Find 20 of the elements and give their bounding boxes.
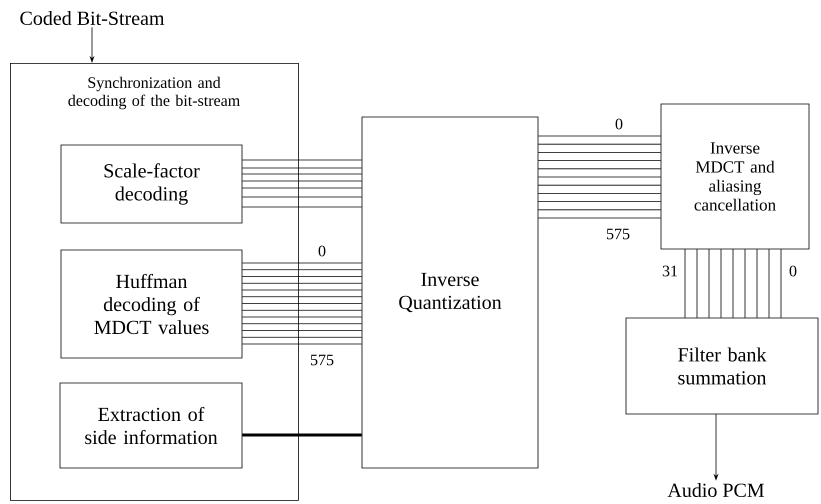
signal-line: [242, 434, 362, 436]
signal-label: Audio PCM: [668, 482, 764, 498]
block-box: Filter bank summation: [626, 318, 818, 414]
box-heading: Synchronization and decoding of the bit-stream: [68, 76, 240, 110]
block-box: Scale-factor decoding: [60, 144, 242, 224]
index-label: 0: [616, 118, 622, 130]
block-box: Extraction of side information: [60, 382, 242, 468]
index-label: 0: [318, 246, 326, 256]
block-box: Huffman decoding of MDCT values: [60, 250, 242, 358]
signal-bus: [684, 249, 782, 318]
index-label: 31: [662, 266, 678, 276]
block-box: Inverse MDCT and aliasing cancellation: [660, 104, 810, 250]
block-box: Inverse Quantization: [362, 116, 538, 468]
signal-bus: [538, 136, 661, 218]
index-label: 575: [606, 228, 630, 240]
signal-label: Coded Bit-Stream: [20, 10, 164, 26]
index-label: 575: [310, 354, 334, 366]
signal-bus: [242, 262, 362, 344]
signal-bus: [242, 160, 362, 208]
index-label: 0: [790, 266, 796, 276]
